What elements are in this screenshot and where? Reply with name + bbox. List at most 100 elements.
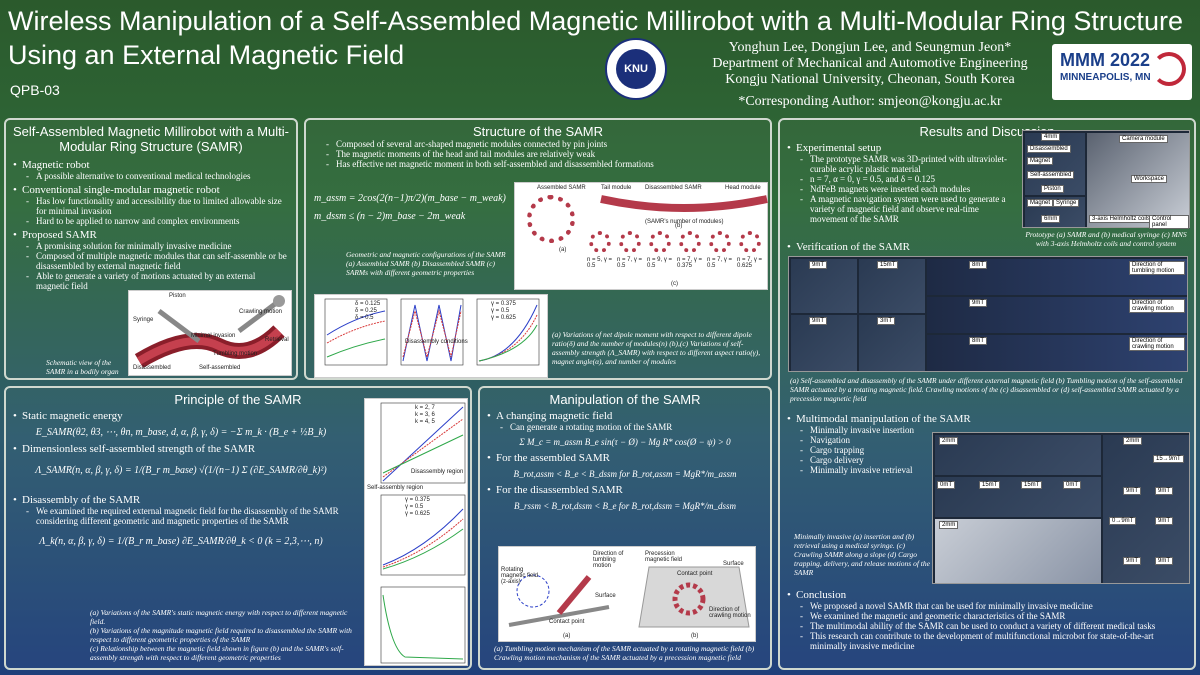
verification-figure: 9mT 15mT 9mT 3mT 8mT 9mT 8mT Direction o… [788, 256, 1188, 372]
verif-label-2: Direction of crawling motion [1129, 337, 1185, 351]
multi-tag-12: 9mT [1123, 557, 1141, 565]
manipulation-eq-1: Σ M_c = m_assm B_e sin(τ − Ø) − Mg R* co… [519, 437, 731, 447]
multi-tag-8: 9mT [1123, 487, 1141, 495]
results-bullet-3a: Minimally invasive insertion [786, 425, 936, 435]
intro-bullet-3b: Composed of multiple magnetic modules th… [12, 251, 290, 271]
intro-bullet-2b: Hard to be applied to narrow and complex… [12, 216, 290, 226]
principle-bullet-1: Static magnetic energy [12, 410, 350, 422]
results-bullet-3b: Navigation [786, 435, 936, 445]
structure-plots-figure: δ = 0.125 δ = 0.25 δ = 0.5 Disassembly c… [314, 294, 548, 378]
setup-label-7: Magnet [1027, 199, 1054, 207]
setup-label-4: Self-assembled [1027, 171, 1075, 179]
manip-fig-label-1: Direction of tumbling motion [593, 551, 624, 569]
verif-tag-0: 9mT [809, 261, 827, 269]
structure-plot-text: Disassembly conditions [405, 339, 468, 345]
ring-6 [739, 231, 761, 253]
ring-param-1: n = 7, γ = 0.5 [617, 257, 643, 269]
structure-fig-label-7: (c) [671, 281, 678, 287]
structure-plot-legend-4: γ = 0.5 [491, 308, 510, 314]
manip-fig-label-7: Direction of crawling motion [709, 607, 751, 619]
ring-4 [679, 231, 701, 253]
manip-fig-label-4: Precession magnetic field [645, 551, 683, 563]
manipulation-bullet-3: For the disassembled SAMR [486, 484, 764, 496]
principle-plot-legend-3: γ = 0.375 [405, 497, 430, 503]
verif-tag-3: 3mT [877, 317, 895, 325]
structure-fig-label-2: Disassembled SAMR [645, 185, 702, 191]
verif-tag-1: 15mT [877, 261, 899, 269]
structure-plot-legend-1: δ = 0.25 [355, 308, 377, 314]
principle-eq-2: Λ_SAMR(n, α, β, γ, δ) = 1/(B_r m_base) √… [35, 465, 327, 476]
results-bullet-3e: Minimally invasive retrieval [786, 465, 936, 475]
results-bullet-4c: The multimodal ability of the SAMR can b… [786, 621, 1190, 631]
intro-fig-label-4: Retrieval [265, 337, 289, 343]
multi-tag-10: 0→9mT [1109, 517, 1137, 525]
principle-plot-legend-2: k = 4, 5 [415, 419, 435, 425]
structure-caption-2: (a) Variations of net dipole moment with… [552, 330, 761, 366]
intro-fig-label-1: Syringe [133, 317, 154, 323]
poster-code: QPB-03 [10, 82, 60, 98]
setup-label-0: 4mm [1041, 133, 1061, 141]
principle-plot-legend-4: γ = 0.5 [405, 504, 424, 510]
setup-label-11: 6mm [1041, 215, 1061, 223]
principle-plot-text-1: Self-assembly region [367, 485, 424, 491]
verif-tag-4: 8mT [969, 261, 987, 269]
results-bullet-4a: We proposed a novel SAMR that can be use… [786, 601, 1190, 611]
results-bullet-3c: Cargo trapping [786, 445, 936, 455]
intro-fig-label-2: Crawling motion [239, 309, 283, 315]
results-bullet-1: Experimental setup [786, 142, 1010, 154]
ring-param-2: n = 9, γ = 0.5 [647, 257, 673, 269]
setup-label-3: Magnet [1027, 157, 1054, 165]
structure-plot-legend-3: γ = 0.375 [491, 301, 516, 307]
manipulation-diagram [508, 566, 750, 628]
manip-fig-label-3: Surface [595, 593, 616, 599]
verif-tag-6: 8mT [969, 337, 987, 345]
ring-1 [589, 231, 611, 253]
knu-logo-text: KNU [616, 49, 656, 89]
multi-tag-4: 0mT [1063, 481, 1081, 489]
structure-heading: Structure of the SAMR [472, 124, 604, 139]
verif-tag-2: 9mT [809, 317, 827, 325]
structure-plot-legend-0: δ = 0.125 [355, 301, 381, 307]
mmm-logo-title: MMM 2022 [1060, 50, 1151, 70]
multi-tag-11: 9mT [1155, 517, 1173, 525]
multi-photo-a [935, 435, 1101, 475]
setup-label-6: Workspace [1131, 175, 1167, 183]
poster-header: Wireless Manipulation of a Self-Assemble… [0, 0, 1200, 115]
organ-schematic [134, 295, 285, 368]
ring-param-0: n = 5, γ = 0.5 [587, 257, 613, 269]
results-bullet-1c: NdFeB magnets were inserted each modules [786, 184, 1010, 194]
intro-bullet-3: Proposed SAMR [12, 229, 290, 241]
principle-bullet-2: Dimensionless self-assembled strength of… [12, 443, 350, 455]
mmm-logo-location: MINNEAPOLIS, MN [1060, 72, 1151, 83]
multimodal-caption: Minimally invasive (a) insertion and (b)… [794, 532, 930, 577]
assembled-ring [527, 195, 575, 243]
structure-caption-1: Geometric and magnetic configurations of… [346, 250, 506, 277]
setup-label-2: Disassembled [1027, 145, 1071, 153]
poster-title: Wireless Manipulation of a Self-Assemble… [8, 6, 1183, 70]
principle-plots-figure: k = 2, 7 k = 3, 6 k = 4, 5 Disassembly r… [364, 398, 468, 666]
structure-plot-legend-5: γ = 0.625 [491, 315, 516, 321]
manipulation-bullet-2: For the assembled SAMR [486, 452, 764, 464]
intro-panel: Self-Assembled Magnetic Millirobot with … [4, 118, 298, 380]
results-bullet-4d: This research can contribute to the deve… [786, 631, 1190, 651]
intro-caption: Schematic view of the SAMR in a bodily o… [46, 358, 119, 376]
ring-param-5: n = 7, γ = 0.625 [737, 257, 763, 269]
intro-fig-label-6: Disassembled [133, 365, 171, 371]
manipulation-figure: Rotating magnetic field (z-axis) Directi… [498, 546, 756, 642]
ring-5 [709, 231, 731, 253]
setup-label-8: Syringe [1053, 199, 1080, 207]
authors: Yonghun Lee, Dongjun Lee, and Seungmun J… [728, 40, 1012, 55]
results-bullet-3: Multimodal manipulation of the SAMR [786, 413, 971, 425]
corresponding-author: *Corresponding Author: smjeon@kongju.ac.… [738, 94, 1002, 109]
ring-param-4: n = 7, γ = 0.5 [707, 257, 733, 269]
structure-eq-1: m_assm = 2cos(2(n−1)π/2)(m_base − m_weak… [314, 193, 506, 204]
disassembled-chain [600, 195, 768, 212]
structure-fig-label-3: Head module [725, 185, 761, 191]
multi-photo-c [935, 519, 1101, 583]
principle-heading: Principle of the SAMR [174, 392, 302, 407]
manip-fig-label-9: (b) [691, 633, 699, 639]
principle-bullet-3: Disassembly of the SAMR [12, 494, 350, 506]
multi-tag-6: 2mm [1123, 437, 1143, 445]
setup-label-1: Camera module [1119, 135, 1168, 143]
mmm-swirl-icon [1152, 52, 1186, 86]
